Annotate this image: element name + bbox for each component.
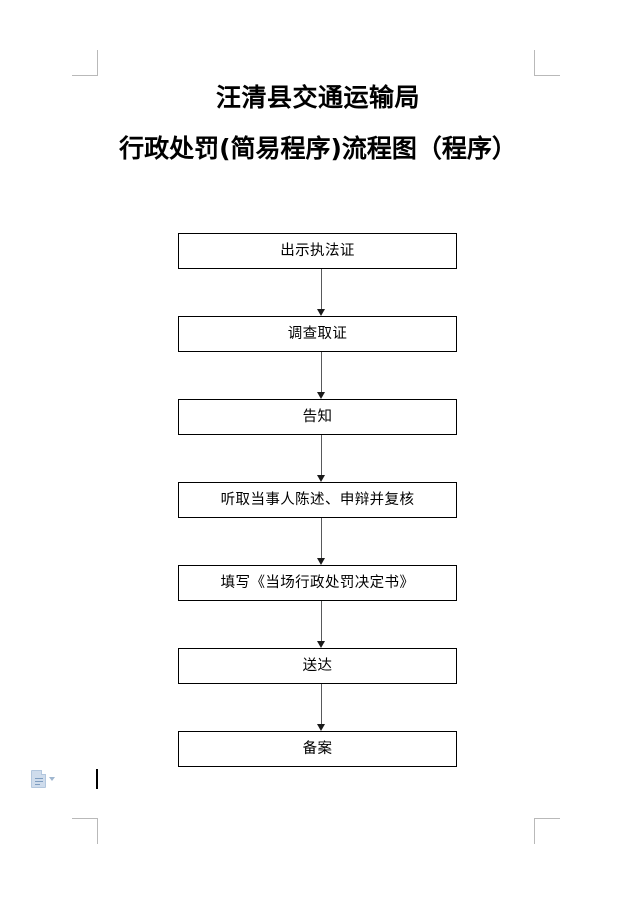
text-insertion-caret [96, 769, 98, 789]
document-title-line-2: 行政处罚(简易程序)流程图（程序） [119, 134, 517, 163]
flow-step-5[interactable]: 填写《当场行政处罚决定书》 [178, 565, 457, 601]
flow-step-1-label: 出示执法证 [280, 243, 355, 259]
document-title-line-1: 汪清县交通运输局 [215, 83, 420, 112]
flow-step-2-label: 调查取证 [287, 326, 348, 342]
flow-step-7[interactable]: 备案 [178, 731, 457, 767]
paste-options-button[interactable] [31, 769, 55, 789]
flow-step-4-label: 听取当事人陈述、申辩并复核 [220, 492, 415, 508]
flow-step-6[interactable]: 送达 [178, 648, 457, 684]
flow-step-3[interactable]: 告知 [178, 399, 457, 435]
flow-step-1[interactable]: 出示执法证 [178, 233, 457, 269]
chevron-down-icon[interactable] [49, 777, 55, 781]
flow-step-4[interactable]: 听取当事人陈述、申辩并复核 [178, 482, 457, 518]
paste-document-icon [31, 770, 46, 788]
flow-connector-3-to-4 [317, 435, 326, 482]
flow-connector-2-to-3 [317, 352, 326, 399]
flow-step-3-label: 告知 [302, 409, 333, 425]
flow-step-5-label: 填写《当场行政处罚决定书》 [220, 575, 415, 591]
flow-connector-1-to-2 [317, 269, 326, 316]
flow-connector-5-to-6 [317, 601, 326, 648]
flow-step-2[interactable]: 调查取证 [178, 316, 457, 352]
flow-connector-6-to-7 [317, 684, 326, 731]
flow-step-7-label: 备案 [302, 741, 333, 757]
flow-step-6-label: 送达 [302, 658, 333, 674]
flow-connector-4-to-5 [317, 518, 326, 565]
